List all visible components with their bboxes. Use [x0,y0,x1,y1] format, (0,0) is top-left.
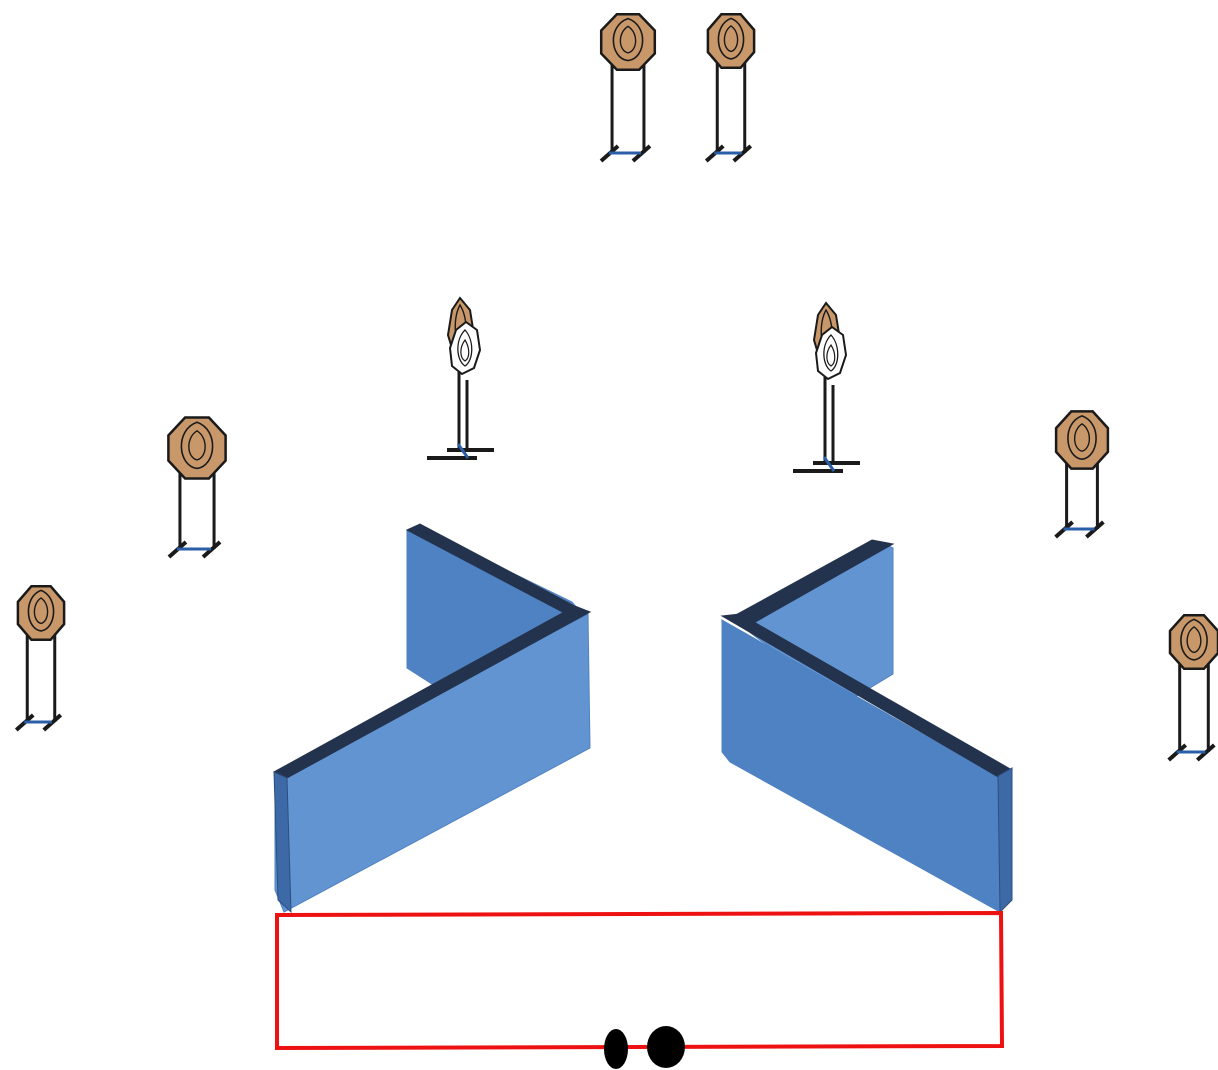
wall-right-front-face [721,619,1001,913]
shooting-box-outline [275,910,1005,1051]
paper-target-with-no-shoot-right-no-shoot-face [814,325,848,381]
paper-target-with-no-shoot-left [427,296,494,460]
paper-target-with-no-shoot-right-base-link [822,456,836,472]
paper-target-far-right [704,12,756,163]
paper-target-with-no-shoot-left-no-shoot-zone-inner [460,338,470,362]
paper-target-left-edge-face-zone-a [33,597,49,625]
paper-target-right-flank-face-zone-c [1067,414,1097,461]
paper-target-right-edge-face-zone-a [1186,626,1202,654]
paper-target-with-no-shoot-left-base-link [456,443,470,459]
paper-target-left-flank-face-zone-a [188,430,206,461]
paper-target-left-flank-face-zone-c [180,421,214,470]
paper-target-right-edge-face-zone-c [1180,618,1208,661]
start-marker-right [647,1026,685,1068]
paper-target-left-flank-face [167,416,227,480]
paper-target-far-right-stand-foot-right [732,144,753,163]
paper-target-left-flank-stand-foot-right [201,540,222,559]
wall-right-front-edge [997,767,1013,914]
paper-target-with-no-shoot-right [793,301,860,473]
paper-target-with-no-shoot-right-no-shoot-zone-inner [826,343,836,367]
paper-target-far-right-face-zone-c [717,17,745,60]
paper-target-with-no-shoot-left-no-shoot-face [448,320,482,376]
paper-target-left-flank [167,416,227,559]
paper-target-left-edge-face [16,584,66,642]
paper-target-right-edge [1167,613,1218,762]
paper-target-far-left-face-zone-c [612,17,644,62]
paper-target-right-flank [1054,410,1110,539]
paper-target-left-edge [14,584,66,732]
paper-target-far-left-face [599,13,657,71]
paper-target-far-right-face-zone-a [723,25,739,53]
paper-target-far-left [599,13,657,163]
paper-target-with-no-shoot-left-no-shoot-zone-outer [457,329,473,367]
paper-target-right-flank-face-zone-a [1073,423,1091,452]
paper-target-right-edge-face [1168,613,1218,671]
paper-target-far-left-stand-foot-right [631,144,652,163]
paper-target-left-edge-stand-foot-right [42,713,63,732]
barricade-wall-left [272,523,592,914]
targets-layer [14,12,1218,762]
barricade-wall-right [720,539,1013,914]
paper-target-left-edge-face-zone-c [27,589,55,632]
paper-target-with-no-shoot-right-no-shoot-zone-outer [823,334,839,372]
paper-target-far-left-face-zone-a [619,25,637,54]
paper-target-far-right-face [706,12,756,70]
wall-left-front-edge [273,771,292,914]
paper-target-right-flank-stand-foot-right [1085,520,1105,539]
paper-target-right-edge-stand-foot-right [1195,743,1216,762]
shooting-box [275,910,1005,1051]
start-marker-left [604,1029,628,1069]
paper-target-right-flank-face [1054,410,1110,470]
start-positions [604,1026,685,1069]
